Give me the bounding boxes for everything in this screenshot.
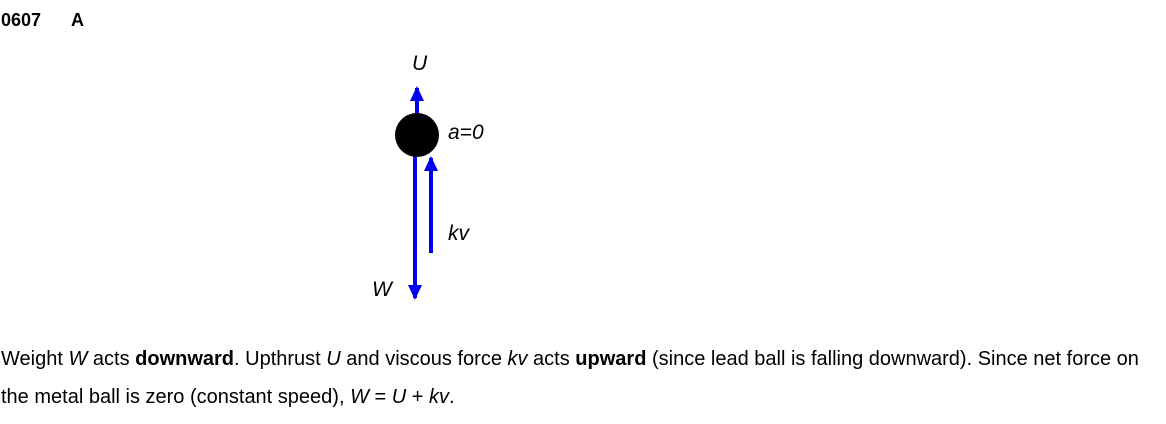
upthrust-label: U (412, 52, 428, 75)
question-number: 0607 (1, 10, 42, 30)
acceleration-label: a=0 (448, 121, 484, 144)
force-arrows-svg (395, 86, 439, 300)
explanation-text: Weight W acts downward. Upthrust U and v… (1, 348, 1139, 408)
viscous-label: kv (448, 222, 469, 245)
weight-label: W (372, 278, 392, 301)
question-header: 0607 A (1, 10, 84, 31)
metal-ball (395, 113, 439, 157)
free-body-diagram: U a=0 kv W (350, 48, 560, 324)
answer-letter: A (71, 10, 85, 30)
